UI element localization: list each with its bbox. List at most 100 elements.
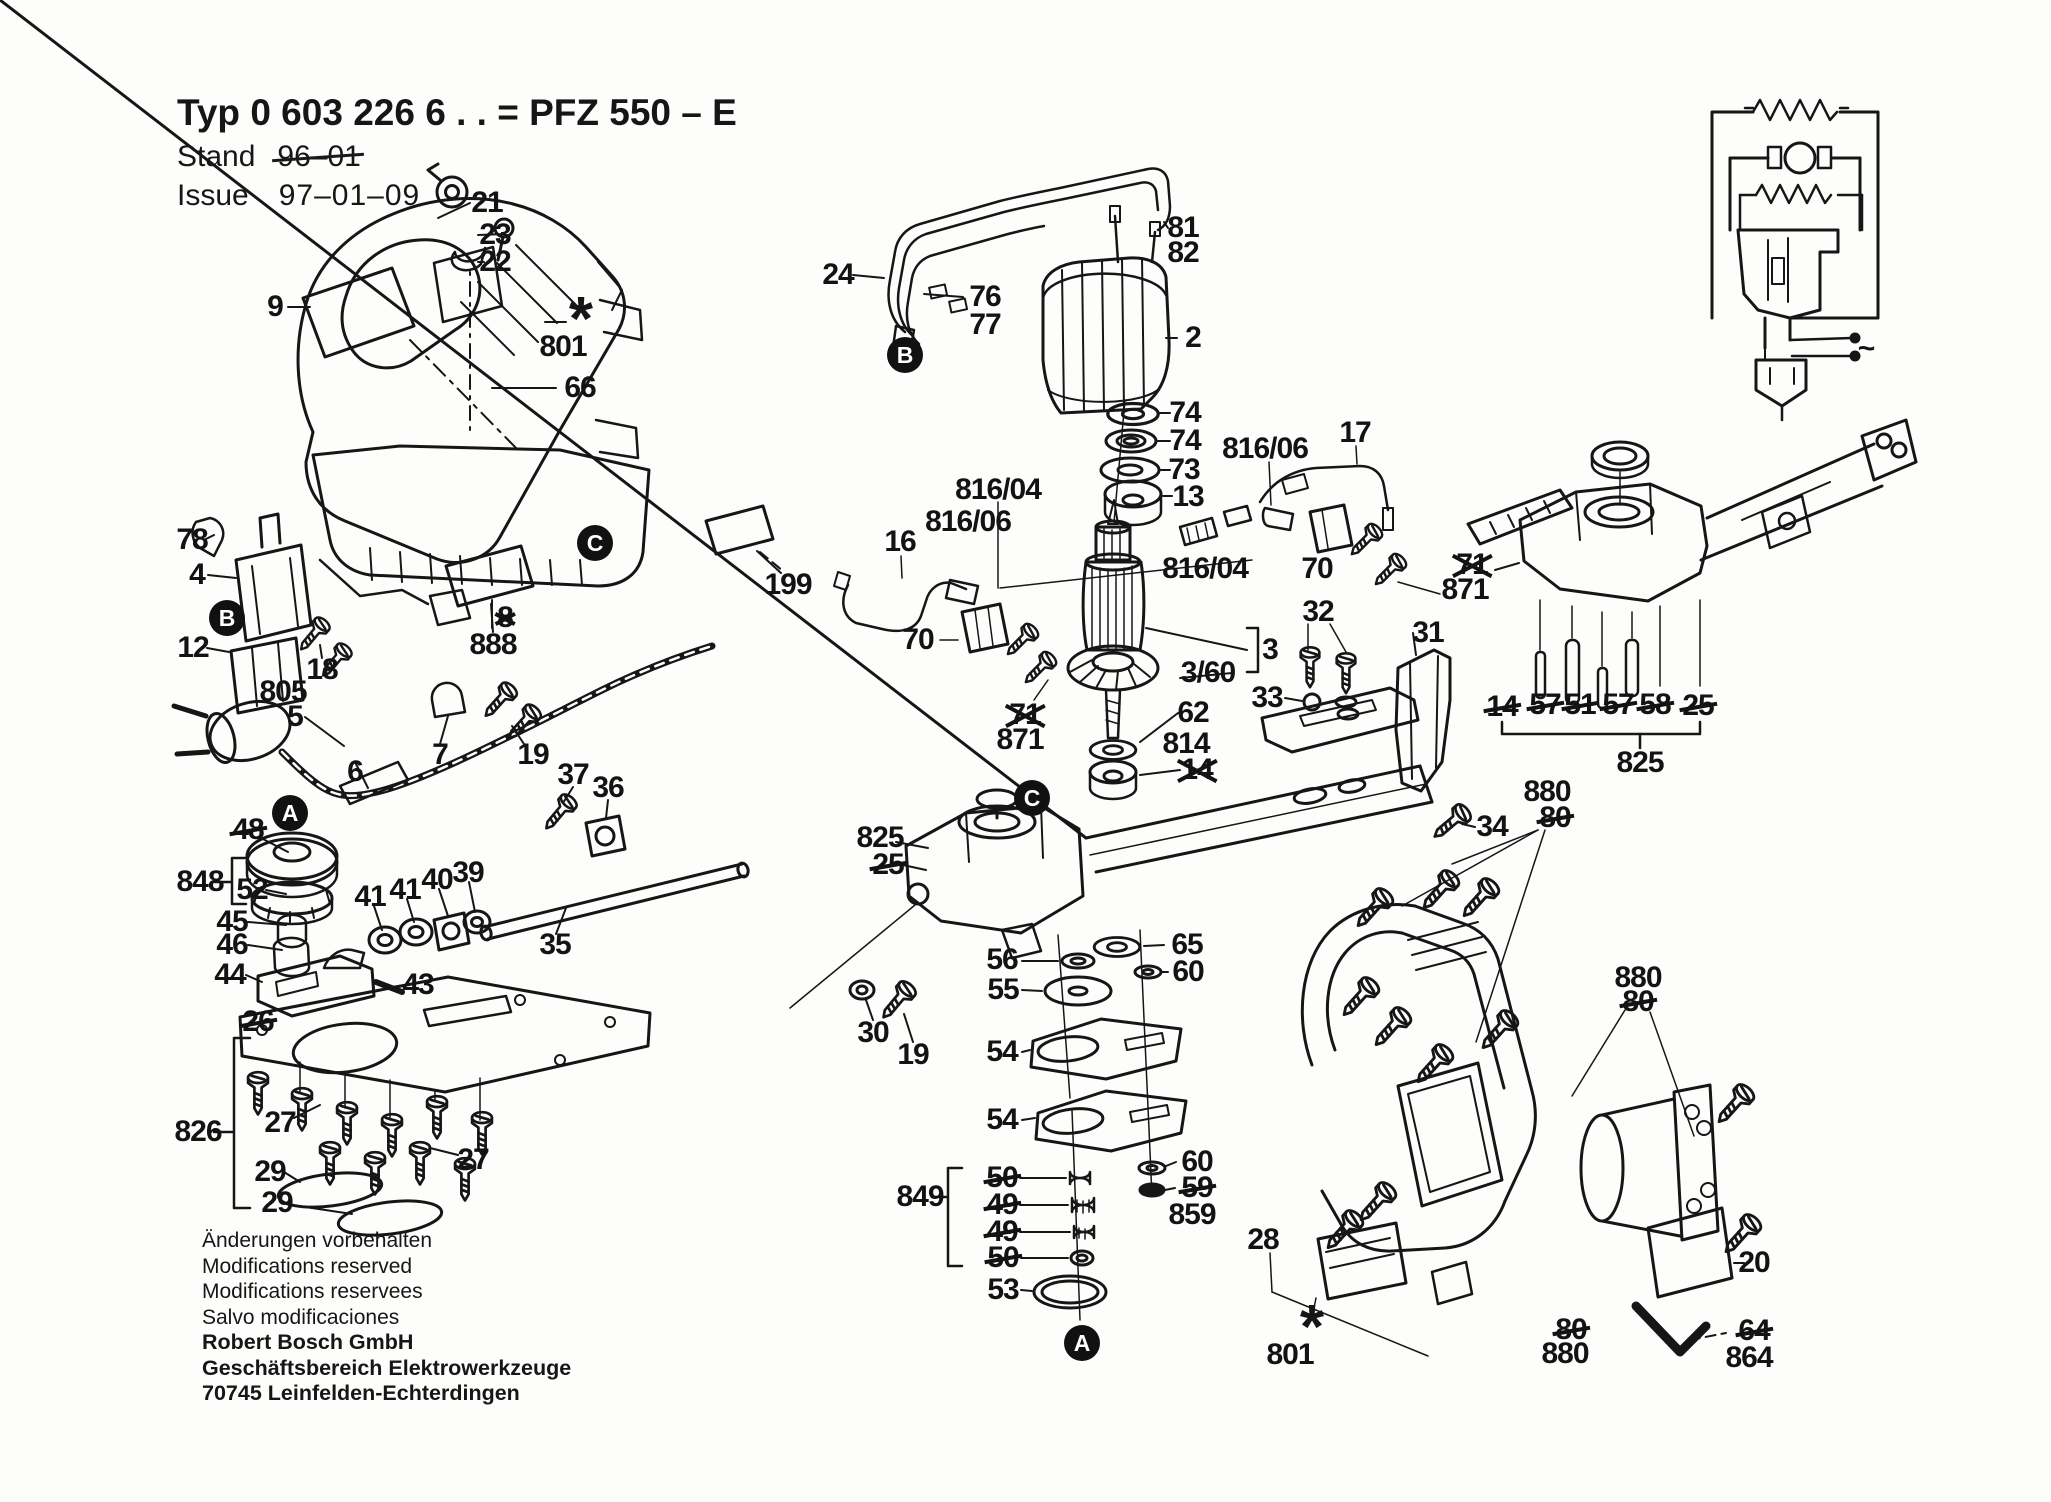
part-label-33: 33 xyxy=(1251,681,1283,714)
switch-assembly xyxy=(191,512,472,715)
part-label-43: 43 xyxy=(402,968,434,1001)
adjuster-knob-stack xyxy=(245,831,405,1018)
part-label-40: 40 xyxy=(421,863,453,896)
suppressor-wire-16 xyxy=(833,555,980,633)
part-label-74: 74 xyxy=(1169,396,1201,429)
part-label-41: 41 xyxy=(354,880,386,913)
part-label-36: 36 xyxy=(592,771,624,804)
part-label-80: 80 xyxy=(1539,801,1571,834)
part-label-816_04: 816/04 xyxy=(955,473,1042,506)
part-label-48: 48 xyxy=(232,813,264,846)
part-label-81: 81 xyxy=(1167,211,1199,244)
part-label-805: 805 xyxy=(259,675,307,708)
armature-3 xyxy=(1066,399,1163,801)
part-label-21: 21 xyxy=(471,186,503,219)
part-label-6: 6 xyxy=(347,755,364,788)
part-label-53: 53 xyxy=(987,1273,1019,1306)
part-label-864: 864 xyxy=(1725,1341,1773,1374)
part-label-45: 45 xyxy=(216,905,248,938)
part-label-25: 25 xyxy=(1682,689,1714,722)
power-plug-and-cord xyxy=(171,642,716,806)
part-label-34: 34 xyxy=(1476,810,1508,843)
field-wires-24 xyxy=(887,167,1172,354)
part-label-5: 5 xyxy=(287,700,304,733)
part-label-26: 26 xyxy=(242,1005,274,1038)
part-label-888: 888 xyxy=(469,628,517,661)
part-label-56: 56 xyxy=(986,943,1018,976)
part-label-17: 17 xyxy=(1339,416,1371,449)
part-label-19: 19 xyxy=(517,738,549,771)
part-label-4: 4 xyxy=(189,558,206,591)
part-label-9: 9 xyxy=(267,290,284,323)
part-label-57: 57 xyxy=(1602,688,1634,721)
part-label-74: 74 xyxy=(1169,424,1201,457)
footer-line-bold: Robert Bosch GmbH xyxy=(202,1330,414,1354)
part-label-70: 70 xyxy=(1301,552,1333,585)
title-code: 0 603 226 6 . . xyxy=(250,92,487,133)
callout-B: B xyxy=(887,337,923,373)
title-typ: Typ xyxy=(177,92,241,133)
gearhead-assembled-top-right xyxy=(1466,418,1918,603)
part-label-32: 32 xyxy=(1302,595,1334,628)
part-label-80: 80 xyxy=(1555,1313,1587,1346)
callout-A: A xyxy=(272,795,308,831)
part-label-78: 78 xyxy=(176,523,208,556)
part-label-27: 27 xyxy=(457,1143,489,1176)
part-label-62: 62 xyxy=(1177,696,1209,729)
footer-line: Änderungen vorbehalten xyxy=(202,1229,433,1252)
leader-lines xyxy=(203,202,1741,1292)
part-label-14: 14 xyxy=(1181,753,1213,786)
screw-30-washer-19 xyxy=(789,904,920,1025)
part-label-50: 50 xyxy=(987,1241,1019,1274)
part-label-60: 60 xyxy=(1172,955,1204,988)
part-label-55: 55 xyxy=(987,973,1019,1006)
part-label-70: 70 xyxy=(902,623,934,656)
pinion-816-04 xyxy=(997,461,1295,589)
part-label-801: 801 xyxy=(1266,1338,1314,1371)
part-label-30: 30 xyxy=(857,1016,889,1049)
part-label-44: 44 xyxy=(214,958,246,991)
stop-block-36-37 xyxy=(537,790,627,858)
part-label-849: 849 xyxy=(896,1180,944,1213)
gearbox-arm-bar xyxy=(0,0,1475,874)
part-label-848: 848 xyxy=(176,865,224,898)
part-label-57: 57 xyxy=(1529,688,1561,721)
bearing-row xyxy=(367,909,492,955)
part-label-29: 29 xyxy=(254,1155,286,1188)
footer-line-bold: 70745 Leinfelden-Echterdingen xyxy=(202,1381,520,1405)
part-label-37: 37 xyxy=(557,758,589,791)
issue-value: 97–01–09 xyxy=(278,179,421,212)
part-label-27: 27 xyxy=(264,1106,296,1139)
part-label-3: 3 xyxy=(1262,633,1279,666)
footer-line: Salvo modificaciones xyxy=(202,1305,400,1329)
part-label-28: 28 xyxy=(1247,1223,1279,1256)
field-stator-2 xyxy=(1041,205,1171,415)
part-label-7: 7 xyxy=(432,738,449,771)
part-label-51: 51 xyxy=(1564,688,1596,721)
part-label-54: 54 xyxy=(986,1103,1018,1136)
part-label-20: 20 xyxy=(1738,1246,1770,1279)
wire-17-and-brush-70-right xyxy=(1258,445,1441,595)
motor-housing-28 xyxy=(1269,829,1539,1357)
stand-label: Stand xyxy=(177,140,256,173)
part-label-76: 76 xyxy=(969,280,1001,313)
part-label-14: 14 xyxy=(1486,690,1518,723)
part-label-19: 19 xyxy=(897,1038,929,1071)
part-label-816_06: 816/06 xyxy=(925,505,1012,538)
part-label-816_04: 816/04 xyxy=(1162,552,1249,585)
part-label-859: 859 xyxy=(1168,1198,1216,1231)
part-label-13: 13 xyxy=(1172,480,1204,513)
part-label-52: 52 xyxy=(236,873,268,906)
gearbox-washer-column xyxy=(1029,929,1188,1321)
field-housing-right xyxy=(1475,829,1766,1261)
title-model: PFZ 550 – E xyxy=(529,92,737,133)
part-label-29: 29 xyxy=(261,1186,293,1219)
footer-line: Modifications reserved xyxy=(202,1254,413,1278)
page-title: Typ 0 603 226 6 . . = PFZ 550 – E xyxy=(177,92,737,134)
part-label-18: 18 xyxy=(306,653,338,686)
part-label-35: 35 xyxy=(539,928,571,961)
title-eq: = xyxy=(497,92,519,133)
part-label-801: 801 xyxy=(539,330,587,363)
